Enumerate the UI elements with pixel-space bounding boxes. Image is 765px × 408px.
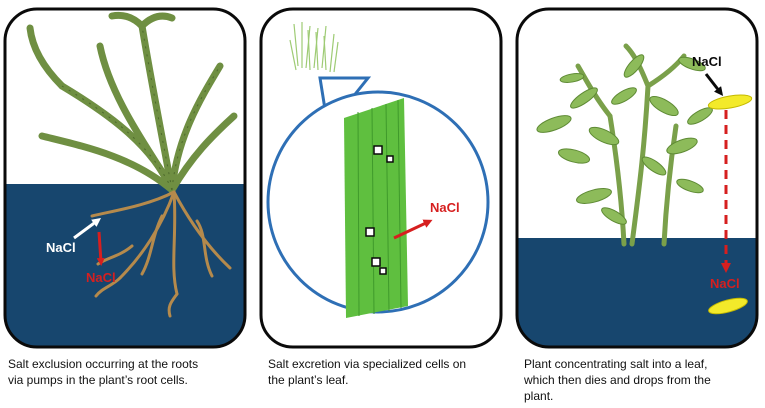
panel-leaf-concentration: NaCl NaCl xyxy=(514,6,760,350)
nacl-in-label: NaCl xyxy=(46,240,76,255)
nacl-top-label: NaCl xyxy=(692,54,722,69)
panel-frame xyxy=(515,7,759,349)
succulent-leaves xyxy=(536,54,713,225)
nacl-excretion-label: NaCl xyxy=(430,200,460,215)
nacl-out-arrow xyxy=(96,231,105,266)
soil-block xyxy=(517,238,757,347)
plant-roots xyxy=(90,190,232,318)
nacl-uptake-arrow xyxy=(704,73,724,96)
salt-gland-cells xyxy=(365,145,394,275)
panel-leaf-excretion: NaCl xyxy=(258,6,504,350)
caption-leaf-concentration: Plant concentrating salt into a leaf, wh… xyxy=(524,356,711,404)
caption-leaf-excretion: Salt excretion via specialized cells on … xyxy=(268,356,466,388)
caption-line: Salt exclusion occurring at the roots xyxy=(8,357,199,371)
caption-line: which then dies and drops from the xyxy=(524,373,711,387)
nacl-in-arrow xyxy=(73,218,102,240)
leaf-blade xyxy=(344,98,408,318)
caption-line: via pumps in the plant’s root cells. xyxy=(8,373,188,387)
caption-line: Salt excretion via specialized cells on xyxy=(268,357,467,371)
nacl-excretion-arrow xyxy=(393,219,433,240)
panel-frame xyxy=(3,7,247,349)
caption-line: Plant concentrating salt into a leaf, xyxy=(524,357,708,371)
leaf-concentration-illustration: NaCl NaCl xyxy=(515,7,759,349)
caption-line: the plant’s leaf. xyxy=(268,373,349,387)
panel-root-exclusion: NaCl NaCl xyxy=(2,6,248,350)
succulent-stems xyxy=(575,43,687,247)
dropped-leaf xyxy=(708,297,748,315)
caption-root-exclusion: Salt exclusion occurring at the roots vi… xyxy=(8,356,198,388)
soil-block xyxy=(5,184,245,347)
salt-laden-leaf xyxy=(707,94,753,110)
nacl-bottom-label: NaCl xyxy=(710,276,740,291)
panel-frame xyxy=(259,7,503,349)
leaf-excretion-illustration: NaCl xyxy=(259,7,503,349)
nacl-out-label: NaCl xyxy=(86,270,116,285)
root-exclusion-illustration: NaCl NaCl xyxy=(3,7,247,349)
caption-line: plant. xyxy=(524,389,554,403)
grass-thumbnail xyxy=(289,22,339,73)
